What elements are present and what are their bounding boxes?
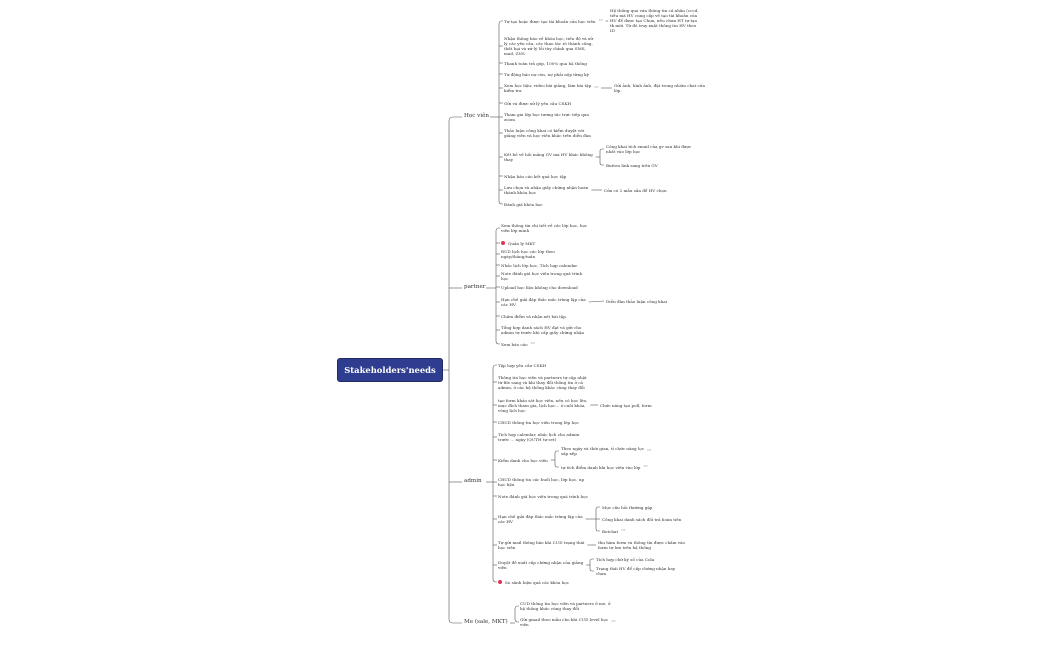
topic-0-7[interactable]: Thảo luận công khai có kiểm duyệt với gi… [504, 128, 591, 139]
topic-1-8[interactable]: Tổng hợp danh sách HV đạt và gửi cho adm… [501, 325, 585, 336]
subtopic-2-2-0[interactable]: Chức năng tạo poll, form [600, 402, 652, 408]
topic-2-5[interactable]: Kiểm danh cho học viên [498, 457, 548, 463]
topic-0-5[interactable]: Gửi và được xử lý yêu cầu CSKH [504, 100, 572, 106]
subtopic-2-8-2[interactable]: Botchat [602, 528, 619, 534]
topic-2-3[interactable]: CRUD thông tin học viên trong lớp học [498, 419, 579, 425]
topic-1-1[interactable]: Quản lý MKT [508, 240, 536, 246]
topic-1-7[interactable]: Chấm điểm và nhận xét bài tập [501, 313, 566, 319]
topic-2-6[interactable]: CRUD thông tin các buổi học, lớp học, up… [498, 477, 585, 488]
topic-2-10[interactable]: Duyệt đề xuất cấp chứng nhận của giảng v… [498, 560, 584, 571]
topic-0-3[interactable]: Tự động báo nợ còn, nợ phải nộp từng kỳ [504, 71, 589, 77]
branch-1[interactable]: partner [464, 284, 486, 290]
branch-3[interactable]: Me (sale, MKT) [464, 619, 508, 625]
topic-2-0[interactable]: Tập hợp yêu cầu CSKH [498, 362, 547, 368]
subtopic-2-8-0[interactable]: Mục câu hỏi thường gặp [602, 504, 653, 510]
subtopic-2-8-1[interactable]: Công khai danh sách đối trả hoàn tiền [602, 516, 682, 522]
subtopic-2-5-1[interactable]: tự tích điểm danh khi học viên vào lớp [561, 464, 641, 470]
priority-marker [498, 580, 502, 584]
topic-2-8[interactable]: Hạn chế giải đáp thắc mắc trùng lặp của … [498, 514, 583, 525]
topic-0-2[interactable]: Thanh toán trả góp, 100% qua hệ thống [504, 60, 587, 66]
subtopic-0-0-0[interactable]: Hệ thống qua văn thông tin cá nhân (cccd… [610, 8, 699, 34]
topic-3-0[interactable]: CUD thông tin học viên và partners ở me,… [520, 601, 611, 612]
topic-1-3[interactable]: Nhắc lịch lớp học, Tích hợp calendar [501, 262, 578, 268]
topic-0-11[interactable]: Đánh giá khóa học [504, 201, 543, 207]
subtopic-1-6-0[interactable]: Diễn đàn thảo luận công khai [606, 298, 668, 304]
topic-0-10[interactable]: Lưu chọn và nhận giấy chứng nhận hoàn th… [504, 185, 589, 196]
topic-1-2[interactable]: RUD lịch học các lớp theo ngày/tháng/tuầ… [501, 249, 555, 260]
topic-0-1[interactable]: Nhận thông báo về khóa học, tiến độ và x… [504, 36, 593, 57]
topic-1-4[interactable]: Note đánh giá học viên trong quá trình h… [501, 271, 583, 282]
topic-2-4[interactable]: Tích hợp calendar, nhắc lịch cho admin t… [498, 432, 580, 443]
subtopic-0-8-0[interactable]: Công khai tích email của gv sau khi được… [606, 144, 692, 155]
note-icon[interactable]: ▭ [598, 18, 603, 23]
note-icon[interactable]: ▭ [611, 619, 616, 624]
topic-2-2[interactable]: tạo form khảo sát học viên, nếu có học l… [498, 397, 588, 413]
subtopic-2-5-0[interactable]: Theo ngày và thời gian, tỉ chức năng lọc… [561, 446, 645, 457]
topic-1-6[interactable]: Hạn chế giải đáp thắc mắc trùng lặp của … [501, 297, 586, 308]
subtopic-0-10-0[interactable]: Cửa có 2 mẫu sẵn để HV chọn [604, 187, 667, 193]
subtopic-2-10-0[interactable]: Tích hợp chữ ký số của Cola [596, 556, 655, 562]
topic-2-9[interactable]: Tự gửi mail thông báo khi CUD trạng thái… [498, 540, 585, 551]
topic-2-1[interactable]: Thông tin học viên và partners tự cập nh… [498, 374, 587, 390]
topic-0-4[interactable]: Xem học liệu: video bài giảng, làm bài t… [504, 83, 592, 94]
note-icon[interactable]: ▭ [594, 85, 599, 90]
topic-1-0[interactable]: Xem thông tin chi tiết về các lớp học, h… [501, 223, 588, 234]
topic-1-5[interactable]: Upload học liệu không cho download [501, 284, 578, 290]
subtopic-2-9-0[interactable]: thu hàm form và thông tin được chấm vào … [598, 540, 686, 551]
topic-1-9[interactable]: Xem báo cáo [501, 341, 528, 347]
topic-0-0[interactable]: Tự tạo hoặc được tạo tài khoản của học v… [504, 18, 596, 24]
topic-3-1[interactable]: Gửi gmail theo mẫu cho khi CUD level học… [520, 617, 609, 628]
topic-0-9[interactable]: Nhận báo cáo kết quả học tập [504, 173, 567, 179]
topic-2-7[interactable]: Note đánh giá học viên trong quá trình h… [498, 493, 588, 499]
topic-0-6[interactable]: Tham gia lớp học tương tác trực tiếp qua… [504, 112, 589, 123]
note-icon[interactable]: ▭ [621, 528, 626, 533]
note-icon[interactable]: ▭ [647, 448, 652, 453]
topic-0-8[interactable]: Kết hồ về hồi mảng GV mà HV khác không t… [504, 152, 593, 163]
root-topic[interactable]: Stakeholders'needs [337, 358, 443, 382]
subtopic-0-8-1[interactable]: Button link sang trên GV [606, 162, 658, 168]
subtopic-0-4-0[interactable]: Gửi ảnh, hình ảnh, đặt trong nhóm chat c… [614, 83, 705, 94]
topic-2-11[interactable]: So sánh hiệu quả các khóa học [505, 579, 570, 585]
priority-marker [501, 241, 505, 245]
branch-0[interactable]: Học viên [464, 113, 490, 119]
note-icon[interactable]: ▭ [530, 341, 535, 346]
subtopic-2-10-1[interactable]: Trạng thái HV để cấp chứng nhận hay chưa [596, 566, 676, 577]
note-icon[interactable]: ▭ [643, 464, 648, 469]
branch-2[interactable]: admin [464, 478, 482, 484]
